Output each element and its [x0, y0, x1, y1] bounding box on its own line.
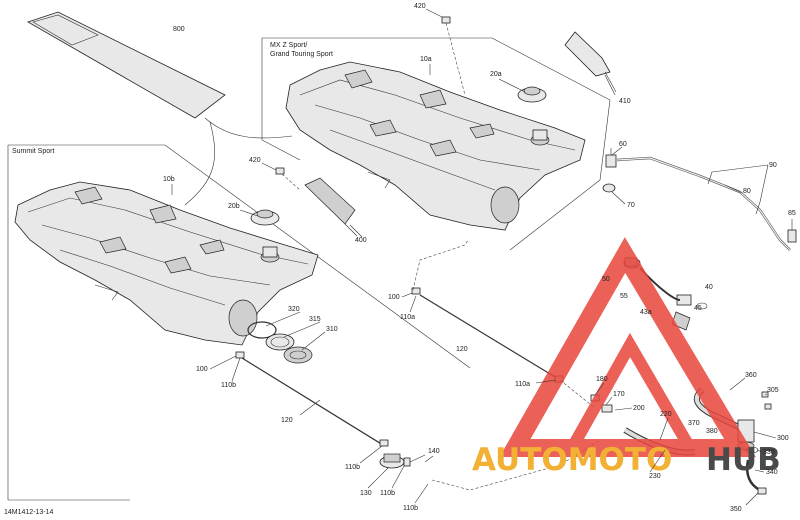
callout-110a-top: 110a: [400, 314, 415, 321]
callout-10a: 10a: [420, 56, 432, 63]
grommet-70: [602, 183, 616, 193]
bracket-400: [304, 177, 358, 237]
sender-rod-120-bottom: [235, 351, 389, 447]
callout-55: 55: [620, 293, 628, 300]
callout-110a-bottom: 110a: [515, 381, 530, 388]
screws-305: [761, 391, 772, 410]
section-label-gts: Grand Touring Sport: [270, 51, 333, 58]
clip-420-top: [441, 16, 466, 96]
fuel-cap-20b: [250, 209, 280, 226]
section-label-mxz: MX Z Sport/: [270, 42, 307, 49]
callout-420-mid: 420: [249, 157, 261, 164]
hose-350: [745, 459, 767, 495]
callout-305: 305: [767, 387, 779, 394]
link-line-a: [412, 239, 469, 291]
lock-ring-310: [283, 346, 313, 364]
decal-800: [27, 11, 226, 119]
callout-100-top: 100: [388, 294, 400, 301]
gasket-320: [247, 321, 277, 339]
callout-220: 220: [660, 411, 672, 418]
callout-70: 70: [627, 202, 635, 209]
callout-40: 40: [705, 284, 713, 291]
callout-43a: 43a: [640, 309, 652, 316]
callout-800: 800: [173, 26, 185, 33]
callout-20b: 20b: [228, 203, 240, 210]
callout-100-bottom: 100: [196, 366, 208, 373]
figure-id: 14M1412-13-14: [4, 509, 54, 516]
callout-400: 400: [355, 237, 367, 244]
link-line-c: [559, 379, 596, 409]
vent-hose-80: [616, 156, 791, 251]
callout-380: 380: [706, 428, 718, 435]
callout-200: 200: [633, 405, 645, 412]
callout-300: 300: [777, 435, 789, 442]
fitting-140: [403, 454, 426, 467]
callout-360: 360: [745, 372, 757, 379]
callout-85: 85: [788, 210, 796, 217]
callout-310: 310: [326, 326, 338, 333]
hose-clamps-90: [707, 171, 761, 215]
callout-330: 330: [763, 449, 775, 456]
callout-315: 315: [309, 316, 321, 323]
callout-120-top: 120: [456, 346, 468, 353]
callout-350: 350: [730, 506, 742, 513]
callout-20a: 20a: [490, 71, 502, 78]
fuel-tank-10a: [285, 61, 586, 231]
fuel-cap-20a: [517, 86, 547, 103]
section-frame-summit: [7, 144, 471, 501]
callout-130: 130: [360, 490, 372, 497]
bracket-410: [564, 31, 617, 93]
section-label-summit: Summit Sport: [12, 148, 54, 155]
callout-180: 180: [596, 376, 608, 383]
leader-lines: [171, 8, 793, 506]
callout-370: 370: [688, 420, 700, 427]
callout-110b-mid: 110b: [345, 464, 360, 471]
callout-90: 90: [769, 162, 777, 169]
vent-valve-60: [605, 148, 617, 168]
callout-230: 230: [649, 473, 661, 480]
watermark-text-automoto: AUTOMOTO: [472, 442, 672, 478]
watermark-logo: [499, 237, 756, 457]
sender-unit-130: [379, 453, 405, 469]
fuel-tank-10b: [14, 181, 319, 346]
callout-420: 420: [414, 3, 426, 10]
vent-filter-85: [787, 229, 797, 243]
callout-110b-left: 110b: [221, 382, 236, 389]
callout-50: 50: [602, 276, 610, 283]
quick-connect-40: [676, 294, 708, 310]
section-frame-mxz: [261, 37, 611, 251]
callout-320: 320: [288, 306, 300, 313]
clip-420-mid: [275, 167, 301, 191]
callout-110b-lower: 110b: [380, 490, 395, 497]
callout-410: 410: [619, 98, 631, 105]
callout-110b-bottom: 110b: [403, 505, 418, 512]
callout-340: 340: [766, 469, 778, 476]
decal-arrow-mxz: [204, 117, 293, 139]
callout-120-bottom: 120: [281, 417, 293, 424]
callout-80: 80: [743, 188, 751, 195]
fitting-170: [601, 404, 613, 413]
sender-rod-120-top: [411, 287, 564, 383]
callout-60: 60: [619, 141, 627, 148]
callout-45: 45: [694, 305, 702, 312]
decal-arrow-summit: [184, 121, 215, 206]
callout-170: 170: [613, 391, 625, 398]
callout-140: 140: [428, 448, 440, 455]
seal-315: [265, 333, 295, 351]
watermark-text-hub: HUB: [706, 442, 781, 478]
callout-10b: 10b: [163, 176, 175, 183]
